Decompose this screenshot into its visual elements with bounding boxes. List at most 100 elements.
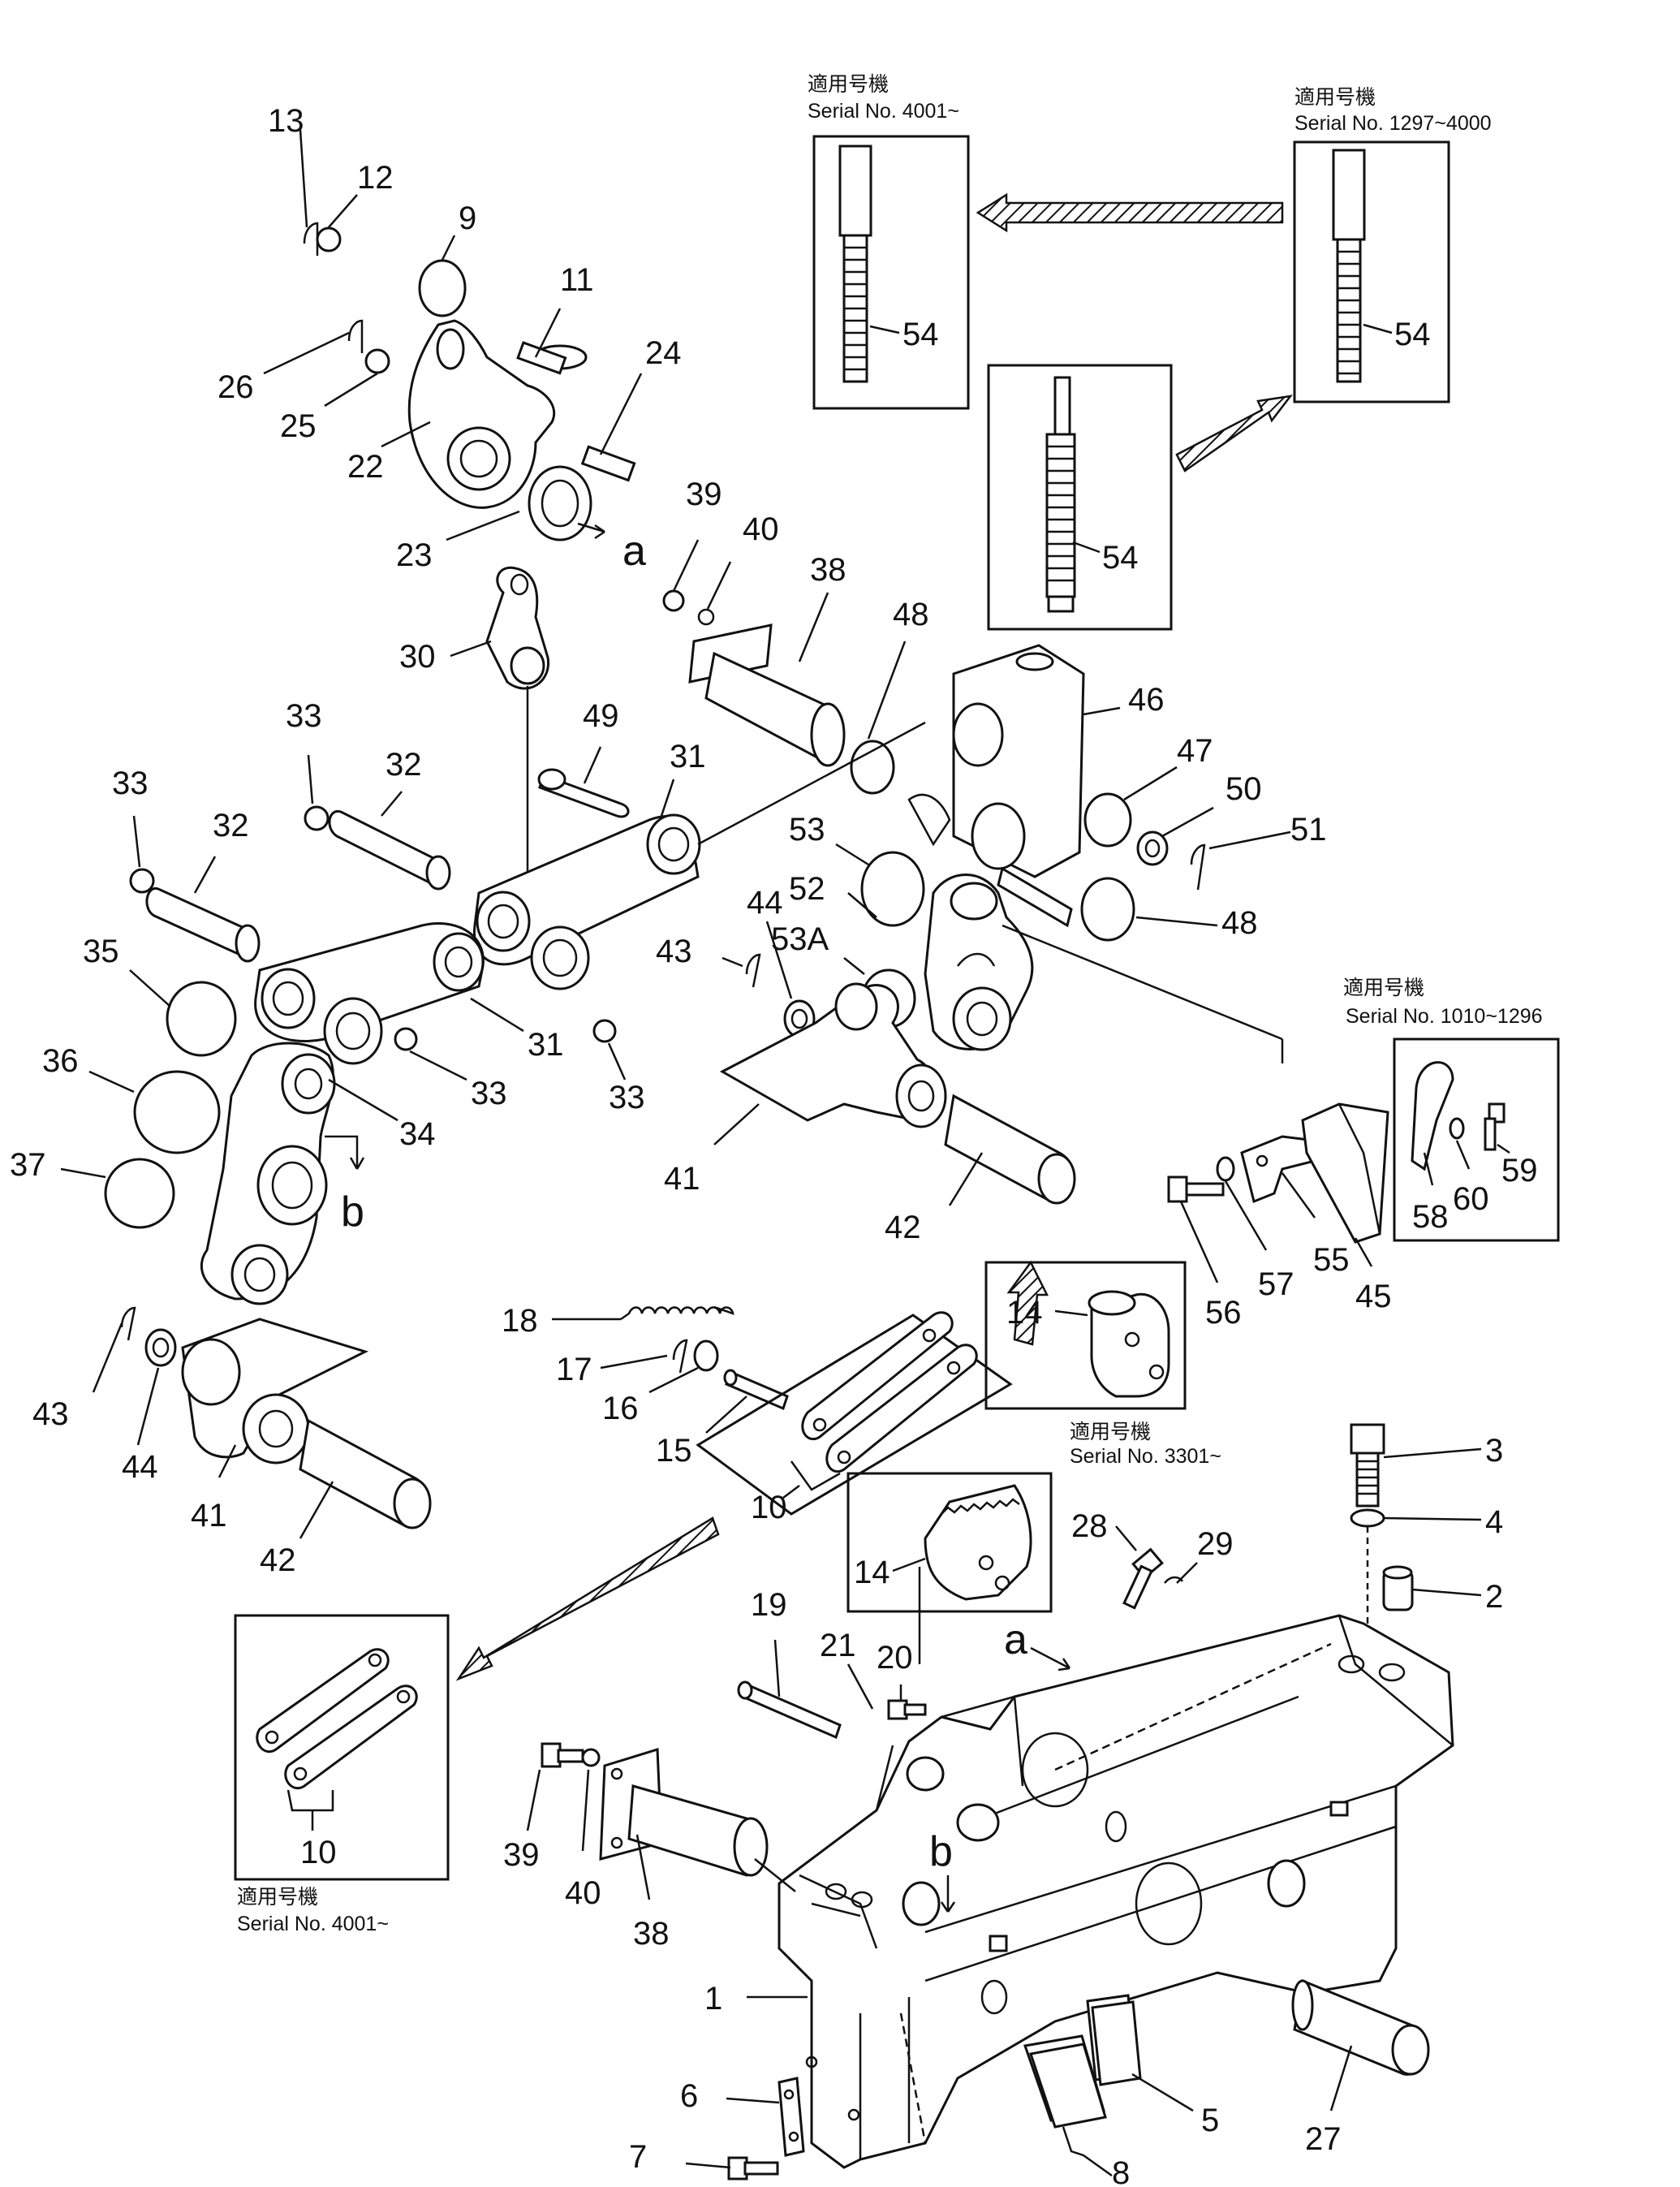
cotter-pin-43: [745, 953, 761, 988]
transition-arrow: [976, 192, 1284, 233]
bracket-46: [907, 644, 1085, 928]
callout-20: 20: [877, 1640, 913, 1676]
callout-39: 39: [503, 1837, 540, 1873]
callout-53A: 53A: [771, 921, 829, 957]
callout-47: 47: [1177, 733, 1213, 769]
link-31-upper: [472, 768, 701, 990]
callout-34: 34: [399, 1116, 436, 1152]
serial-label: 適用号機: [808, 73, 889, 96]
bolt-56-57: [1167, 1156, 1235, 1203]
callout-56: 56: [1205, 1295, 1242, 1331]
callout-41: 41: [191, 1498, 227, 1533]
serial-note: Serial No. 3301~: [1070, 1445, 1221, 1468]
box-serial-3301: 14 適用号機 Serial No. 3301~: [984, 1261, 1221, 1468]
transition-arrow: [455, 1516, 720, 1681]
callout-50: 50: [1226, 771, 1262, 807]
link-31-lower: [254, 921, 485, 1065]
callout-57: 57: [1258, 1266, 1294, 1302]
washer-50: [1136, 830, 1169, 866]
callout-59: 59: [1501, 1153, 1538, 1188]
callout-43: 43: [656, 934, 692, 969]
callout-51: 51: [1290, 812, 1327, 848]
callout-55: 55: [1313, 1242, 1350, 1278]
bolt-28-29: [1122, 1547, 1184, 1610]
serial-note: Serial No. 4001~: [808, 100, 959, 123]
callout-28: 28: [1071, 1508, 1108, 1544]
serial-note: Serial No. 1297~4000: [1294, 112, 1492, 135]
bushing-36: [133, 1070, 221, 1154]
callout-48: 48: [1221, 905, 1258, 941]
callout-60: 60: [1453, 1181, 1489, 1217]
transition-arrow: [1006, 1260, 1049, 1346]
serial-label: 適用号機: [1294, 86, 1376, 109]
callout-37: 37: [10, 1147, 46, 1183]
callout-48: 48: [893, 597, 929, 632]
box-serial-1297: 適用号機 Serial No. 1297~4000 54: [1293, 86, 1492, 403]
callout-24: 24: [645, 335, 682, 371]
washer-44: [144, 1328, 177, 1367]
callout-53: 53: [789, 812, 825, 848]
callout-8: 8: [1112, 2155, 1130, 2187]
lever-30: [450, 566, 549, 901]
frame-1: [778, 1614, 1454, 2169]
callout-16: 16: [602, 1391, 639, 1426]
plate-45: [1301, 1102, 1389, 1244]
callout-33: 33: [112, 766, 149, 801]
pin-38-group: [662, 539, 846, 767]
cotter-pin-17: [672, 1339, 688, 1374]
stud-bolt-54-b: [1332, 149, 1366, 383]
callout-45: 45: [1355, 1279, 1392, 1314]
serial-label: 適用号機: [237, 1886, 318, 1909]
callout-41: 41: [664, 1161, 700, 1197]
callout-25: 25: [280, 408, 317, 444]
callout-5: 5: [1201, 2103, 1219, 2138]
lever-34: [200, 1042, 365, 1305]
serial-note: Serial No. 4001~: [237, 1913, 389, 1935]
transition-arrow: [1175, 395, 1293, 472]
spring-18: [620, 1305, 734, 1321]
callout-12: 12: [357, 160, 394, 196]
callout-4: 4: [1485, 1504, 1503, 1540]
callout-19: 19: [751, 1587, 787, 1623]
callout-33: 33: [471, 1076, 507, 1111]
box-serial-4001-bottom: 10 適用号機 Serial No. 4001~: [234, 1614, 450, 1935]
bushing-48b: [1080, 877, 1135, 942]
pins-32-33: [129, 805, 451, 963]
callout-9: 9: [459, 201, 476, 236]
callout-23: 23: [396, 537, 433, 573]
callout-31: 31: [670, 739, 706, 774]
shims-5-6-7-8: [727, 1994, 1142, 2181]
serial-label: 適用号機: [1070, 1421, 1151, 1443]
snap-ring-33: [394, 1027, 418, 1051]
bracket-55: [1240, 1135, 1316, 1204]
callout-30: 30: [399, 639, 436, 675]
callout-54: 54: [1102, 540, 1139, 576]
box-link-10-center: 10: [696, 1311, 1013, 1525]
ref-b: b: [929, 1828, 953, 1875]
ref-a: a: [622, 528, 646, 575]
callout-31: 31: [528, 1027, 564, 1063]
callout-52: 52: [789, 871, 825, 907]
callout-6: 6: [680, 2078, 698, 2114]
callout-38: 38: [810, 552, 846, 588]
callout-26: 26: [218, 369, 254, 405]
box-center-54: 54: [987, 364, 1173, 631]
callout-22: 22: [347, 449, 384, 485]
callout-10: 10: [751, 1490, 787, 1525]
box-serial-4001-top: 適用号機 Serial No. 4001~ 54: [808, 73, 970, 410]
serial-label: 適用号機: [1343, 977, 1424, 999]
lever-41-right: [719, 982, 947, 1128]
box-sector-14: 14: [846, 1472, 1053, 1664]
cotter-pin-43: [120, 1306, 136, 1341]
bellcrank-22-group: [263, 129, 643, 541]
callout-10: 10: [300, 1835, 337, 1870]
callout-40: 40: [743, 511, 779, 547]
callout-39: 39: [686, 477, 722, 512]
callout-32: 32: [386, 747, 422, 783]
callout-58: 58: [1412, 1199, 1449, 1235]
callout-33: 33: [286, 698, 322, 734]
ref-a: a: [1004, 1616, 1027, 1663]
pin-42-right: [944, 1094, 1076, 1205]
